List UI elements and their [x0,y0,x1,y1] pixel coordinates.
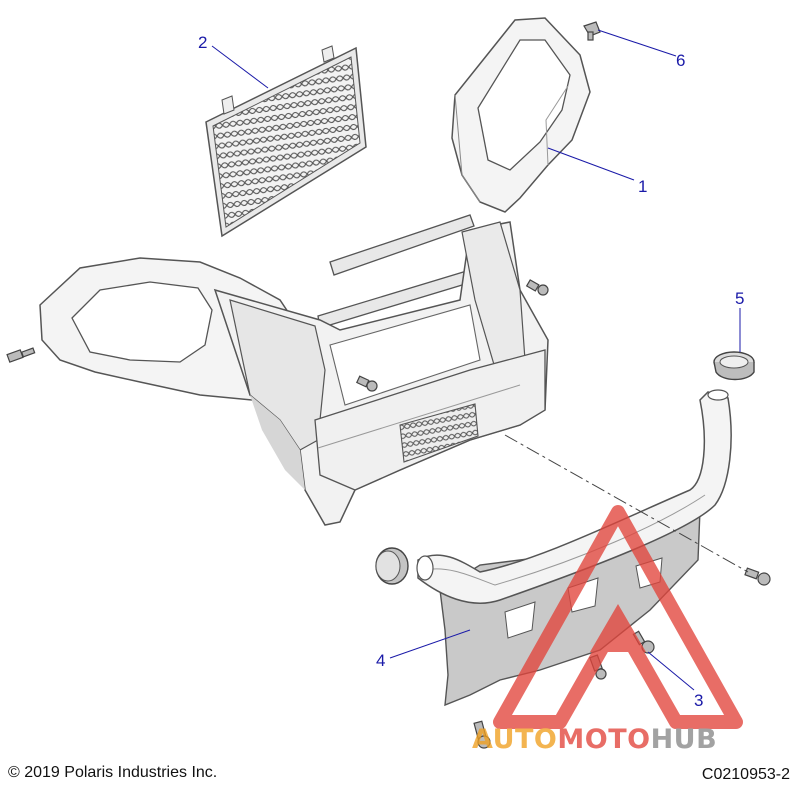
copyright-text: © 2019 Polaris Industries Inc. [8,764,218,781]
bolt-plate-1 [632,630,655,654]
callout-6: 6 [676,51,685,70]
callout-5: 5 [735,289,744,308]
bolt-left [6,347,36,363]
bolt-plate-3 [473,720,491,749]
rivet-top [583,21,601,41]
callout-3: 3 [694,691,703,710]
watermark-logo: AUTOMOTOHUB [472,505,743,755]
bolt-frame-right [525,279,549,296]
watermark-text-hub: HUB [651,724,718,755]
grille-screen-part [205,45,367,238]
end-cap-left-part [375,547,409,585]
fastener-bolts [6,21,771,749]
watermark-text-moto: MOTO [557,724,650,755]
bolt-tube-right [744,567,771,586]
callout-1: 1 [638,177,647,196]
callout-2: 2 [198,33,207,52]
leader-lines [211,29,741,691]
bolt-center [355,375,378,392]
front-frame-part [39,17,591,526]
centerline [504,434,749,573]
svg-text:AUTOMOTOHUB: AUTOMOTOHUB [472,724,717,755]
callout-4: 4 [376,651,385,670]
watermark-text-auto: AUTO [472,724,557,755]
end-cap-part [713,351,755,381]
part-code-text: C0210953-2 [701,766,790,783]
